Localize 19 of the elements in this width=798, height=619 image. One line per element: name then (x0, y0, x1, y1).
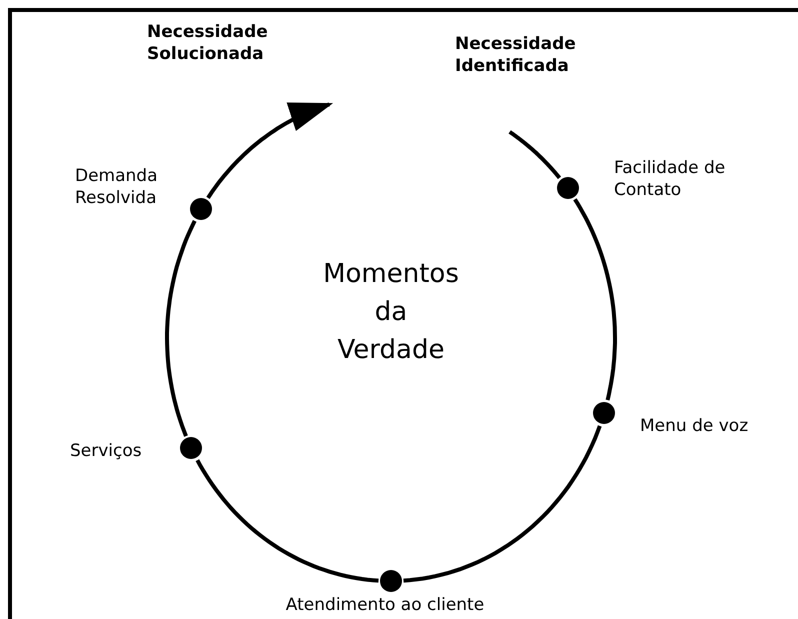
point-label: Atendimento ao cliente (284, 594, 486, 616)
arc-line (196, 459, 379, 583)
arc-line (573, 198, 617, 401)
arrow (206, 102, 334, 199)
dot-marker (556, 177, 578, 200)
arc-line (403, 425, 602, 583)
point-label: Menu de voz (640, 415, 748, 437)
point-label: Facilidade de Contato (614, 157, 726, 201)
arc-line (165, 220, 196, 437)
stage-label: Necessidade Identificada (455, 33, 615, 77)
dot-marker (180, 437, 202, 460)
dot-marker (190, 198, 212, 220)
stage-label: Necessidade Solucionada (147, 21, 307, 65)
point-label: Serviços (70, 440, 142, 462)
point-label: Demanda Resolvida (75, 165, 159, 209)
dot-marker (380, 570, 402, 592)
dot-marker (593, 402, 616, 424)
center-label: Momentos da Verdade (322, 258, 460, 367)
arc-line (508, 130, 562, 180)
